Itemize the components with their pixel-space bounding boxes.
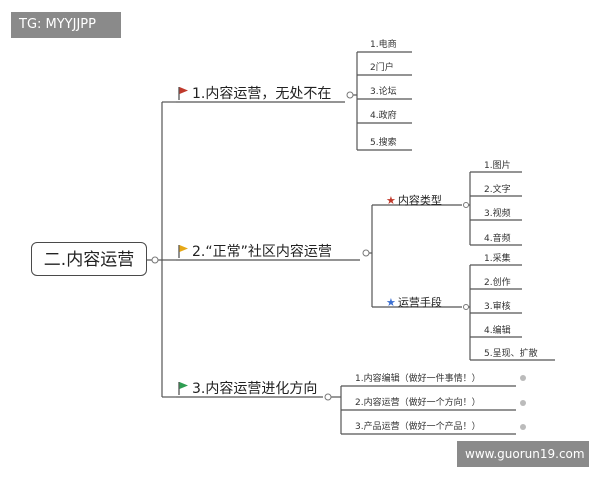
root-node[interactable]: 二.内容运营: [31, 242, 147, 276]
b3-leaf-1[interactable]: 1.内容编辑（做好一件事情！）: [355, 374, 481, 384]
b3-leaf-2-dot: [520, 400, 526, 406]
root-collapse-dot: [151, 256, 159, 264]
sub2-leaf-4[interactable]: 4.编辑: [484, 326, 511, 336]
blue-star-icon: ★: [386, 296, 396, 309]
watermark-top: TG: MYYJJPP: [11, 12, 121, 38]
b3-leaf-1-dot: [520, 375, 526, 381]
watermark-bottom: www.guorun19.com: [457, 441, 589, 467]
branch2-collapse-dot: [362, 249, 370, 257]
b1-leaf-2[interactable]: 2门户: [370, 63, 394, 73]
b3-leaf-3-dot: [520, 424, 526, 430]
sub1-leaf-4[interactable]: 4.音频: [484, 234, 511, 244]
b1-leaf-5[interactable]: 5.搜索: [370, 138, 397, 148]
yellow-flag-icon: [178, 245, 188, 258]
sub-1-label: 内容类型: [397, 194, 442, 207]
branch3-collapse-dot: [324, 393, 332, 401]
sub2-collapse-dot: [463, 304, 469, 310]
sub2-leaf-2[interactable]: 2.创作: [484, 278, 511, 288]
sub-node-content-types[interactable]: ★内容类型: [386, 194, 442, 208]
branch-3-node[interactable]: 3.内容运营进化方向: [177, 380, 317, 398]
branch1-collapse-dot: [346, 91, 354, 99]
sub1-collapse-dot: [463, 202, 469, 208]
sub1-leaf-1[interactable]: 1.图片: [484, 161, 511, 171]
green-flag-icon: [178, 382, 188, 395]
branch-1-node[interactable]: 1.内容运营，无处不在: [177, 85, 331, 103]
sub-node-operation-means[interactable]: ★运营手段: [386, 296, 442, 310]
sub2-leaf-5[interactable]: 5.呈现、扩散: [484, 349, 538, 359]
sub1-leaf-2[interactable]: 2.文字: [484, 185, 511, 195]
b3-leaf-3[interactable]: 3.产品运营（做好一个产品！）: [355, 422, 481, 432]
b3-leaf-2[interactable]: 2.内容运营（做好一个方向！）: [355, 398, 481, 408]
sub-2-label: 运营手段: [397, 296, 442, 309]
b1-leaf-3[interactable]: 3.论坛: [370, 87, 397, 97]
sub2-leaf-1[interactable]: 1.采集: [484, 254, 511, 264]
sub1-leaf-3[interactable]: 3.视频: [484, 209, 511, 219]
b1-leaf-4[interactable]: 4.政府: [370, 111, 397, 121]
branch-3-label: 3.内容运营进化方向: [192, 381, 318, 397]
sub2-leaf-3[interactable]: 3.审核: [484, 302, 511, 312]
branch-1-label: 1.内容运营，无处不在: [192, 86, 332, 102]
branch-2-node[interactable]: 2.“正常”社区内容运营: [177, 243, 332, 261]
b1-leaf-1[interactable]: 1.电商: [370, 40, 397, 50]
branch-2-label: 2.“正常”社区内容运营: [192, 244, 332, 260]
red-star-icon: ★: [386, 194, 396, 207]
red-flag-icon: [178, 87, 188, 100]
